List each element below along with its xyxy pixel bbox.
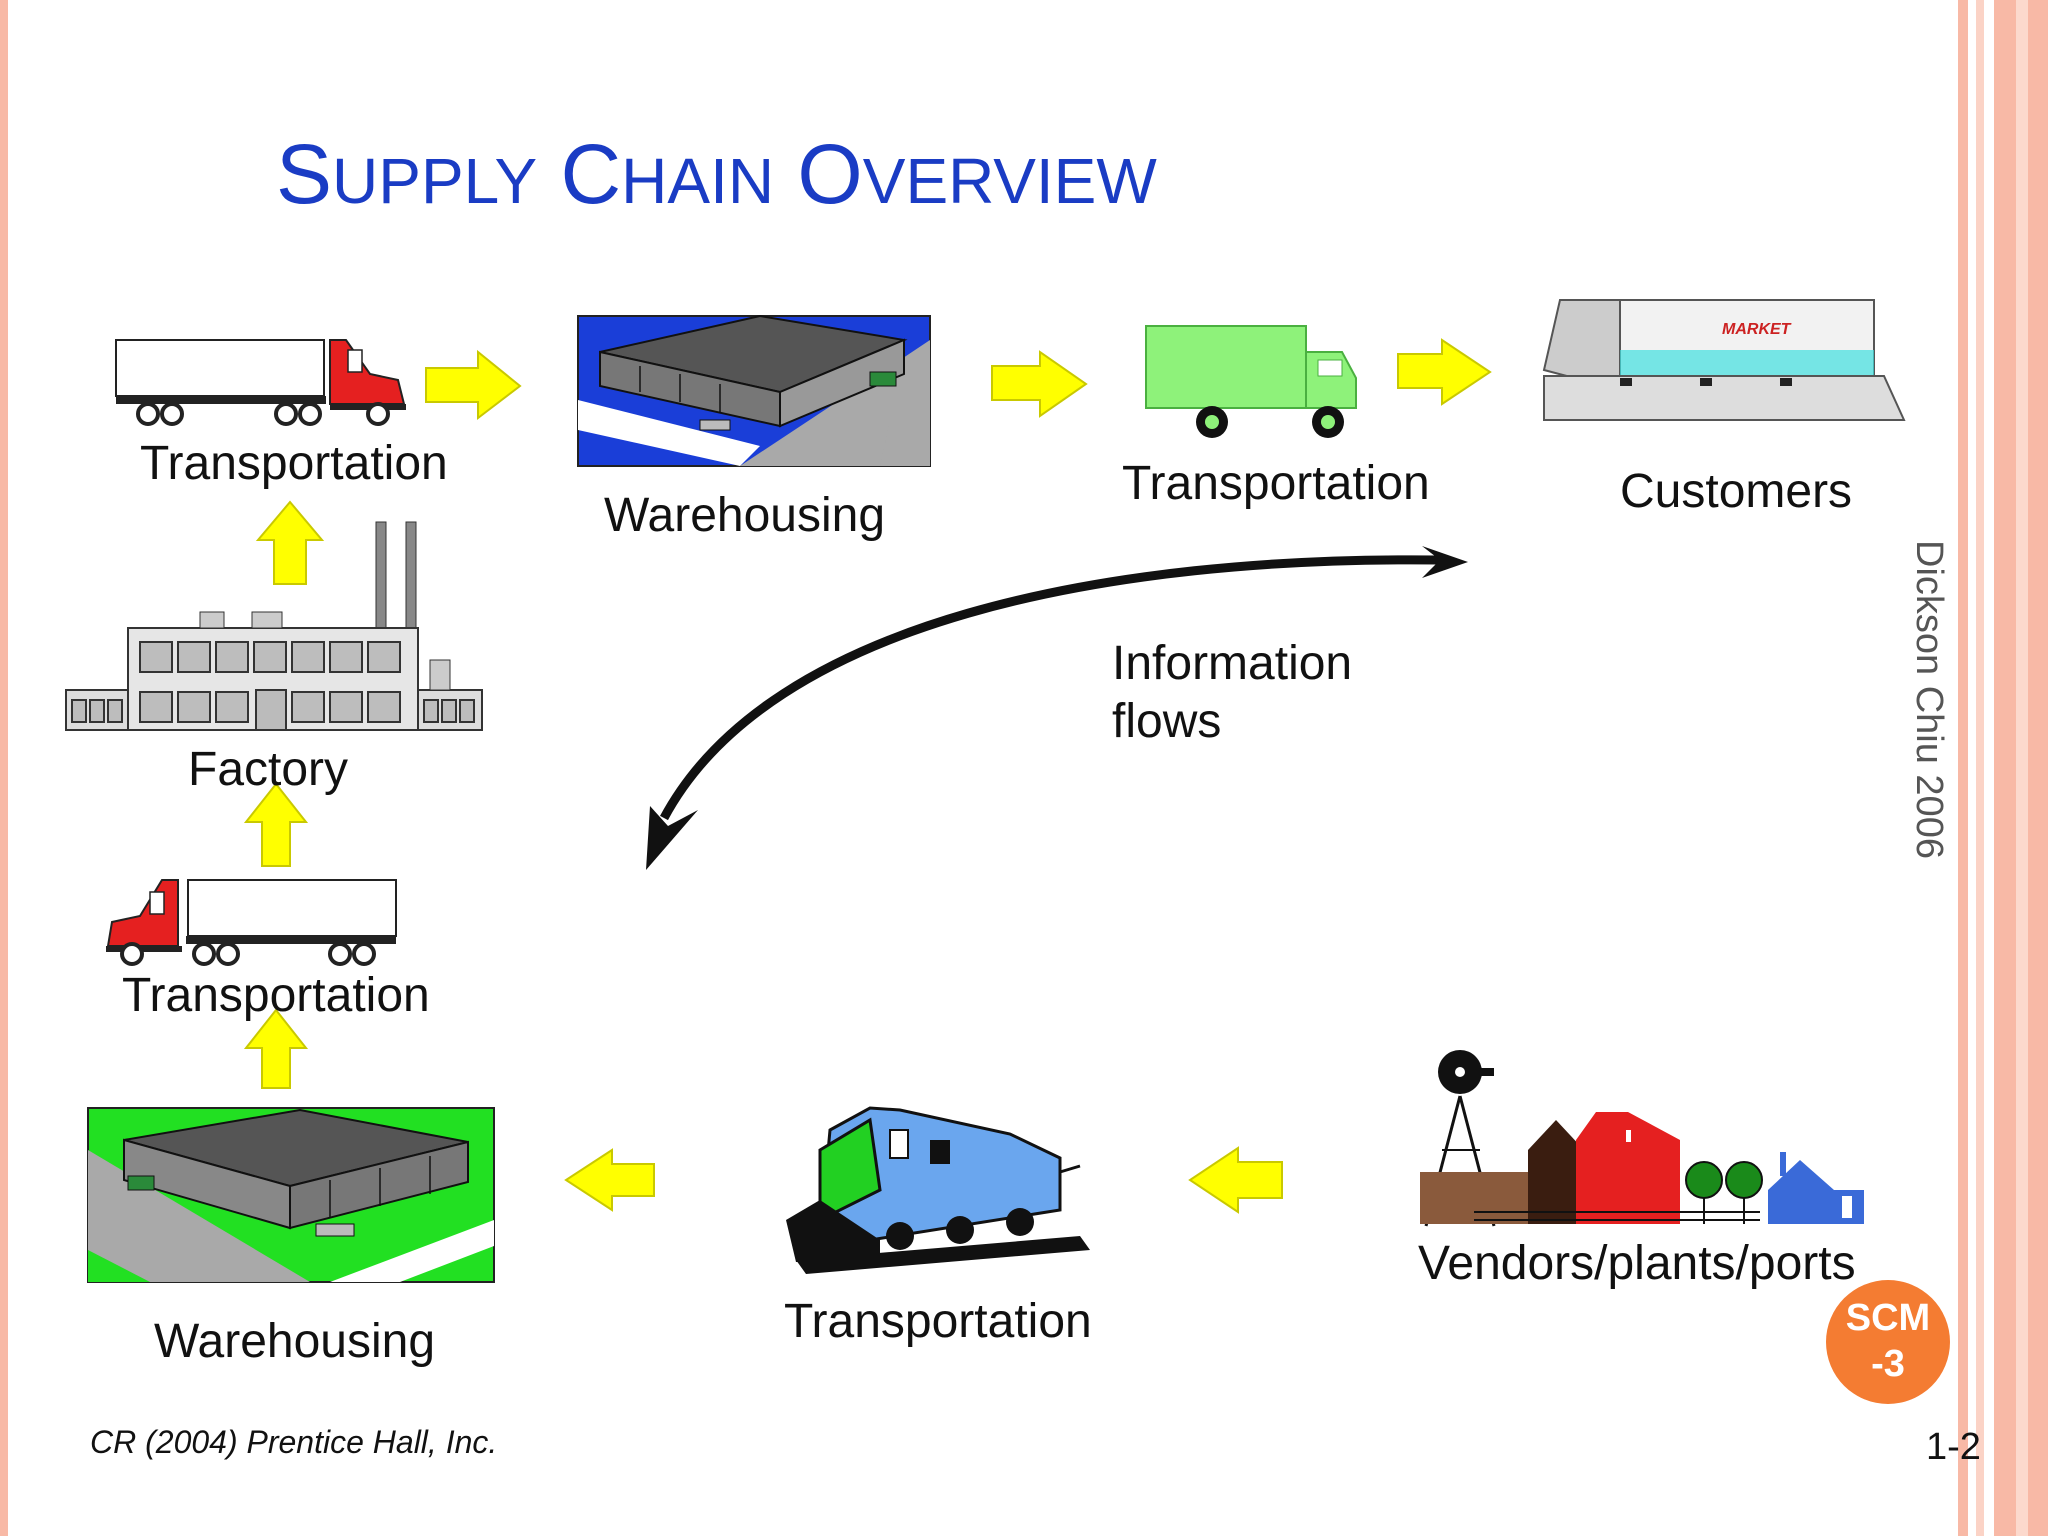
factory-window	[291, 641, 325, 673]
factory-window	[177, 641, 211, 673]
factory-window	[329, 691, 363, 723]
decorative-stripe-mid	[1976, 0, 1984, 1536]
badge-line2: -3	[1871, 1343, 1905, 1385]
label-customers: Customers	[1620, 465, 1853, 518]
factory-window	[423, 699, 439, 723]
info-flow-label-line1: Information	[1112, 637, 1353, 690]
factory-windows	[71, 641, 475, 723]
warehouse-bottom-icon	[87, 1107, 495, 1283]
flow-arrow-left-2	[1188, 1146, 1283, 1214]
label-transportation-van: Transportation	[1122, 457, 1430, 510]
factory-window	[253, 641, 287, 673]
factory-window	[329, 641, 363, 673]
warehouse-top-icon	[577, 314, 931, 467]
factory-window	[441, 699, 457, 723]
flow-arrow-left-1	[564, 1148, 655, 1212]
decorative-stripe-edge	[2016, 0, 2028, 1536]
label-transportation-train: Transportation	[784, 1295, 1092, 1348]
flow-arrow-up-1	[255, 500, 325, 585]
factory-window	[71, 699, 87, 723]
factory-window	[177, 691, 211, 723]
decorative-stripe-left	[1958, 0, 1968, 1536]
factory-window	[107, 699, 123, 723]
factory-window	[89, 699, 105, 723]
label-vendors: Vendors/plants/ports	[1418, 1237, 1856, 1290]
vendors-farm-icon	[1420, 1050, 1864, 1227]
train-locomotive-icon	[786, 1106, 1090, 1274]
info-flow-label-line2: flows	[1112, 695, 1222, 748]
market-sign-text: MARKET	[1722, 321, 1792, 338]
semi-truck-top-icon	[115, 339, 406, 426]
label-warehousing-bottom: Warehousing	[154, 1315, 436, 1368]
flow-arrow-right-2	[991, 350, 1088, 418]
label-transportation-truck-top: Transportation	[140, 437, 448, 490]
label-factory: Factory	[188, 743, 349, 796]
semi-truck-mid-icon	[106, 879, 397, 966]
flow-arrow-right-1	[425, 349, 522, 421]
factory-window	[459, 699, 475, 723]
copyright-note: CR (2004) Prentice Hall, Inc.	[90, 1424, 498, 1460]
factory-window	[367, 641, 401, 673]
information-flow-arrow	[646, 546, 1468, 870]
market-store-icon: MARKET	[1542, 299, 1906, 421]
label-warehousing-top: Warehousing	[604, 489, 886, 542]
badge-line1: SCM	[1845, 1297, 1931, 1340]
delivery-van-icon	[1145, 325, 1357, 438]
factory-window	[139, 691, 173, 723]
author-side-note: Dickson Chiu 2006	[1908, 540, 1950, 859]
scm-badge: SCM -3	[1826, 1280, 1950, 1404]
label-transportation-truck-mid: Transportation	[122, 969, 430, 1022]
flow-arrow-up-2	[243, 782, 309, 867]
factory-window	[215, 691, 249, 723]
slide-title: SUPPLY CHAIN OVERVIEW	[276, 127, 1157, 221]
flow-arrow-right-3	[1397, 338, 1492, 406]
factory-window	[215, 641, 249, 673]
left-border-stripe	[0, 0, 8, 1536]
factory-window	[367, 691, 401, 723]
flow-arrow-up-3	[243, 1008, 309, 1089]
page-number: 1-2	[1926, 1426, 1981, 1468]
factory-window	[291, 691, 325, 723]
factory-window	[139, 641, 173, 673]
